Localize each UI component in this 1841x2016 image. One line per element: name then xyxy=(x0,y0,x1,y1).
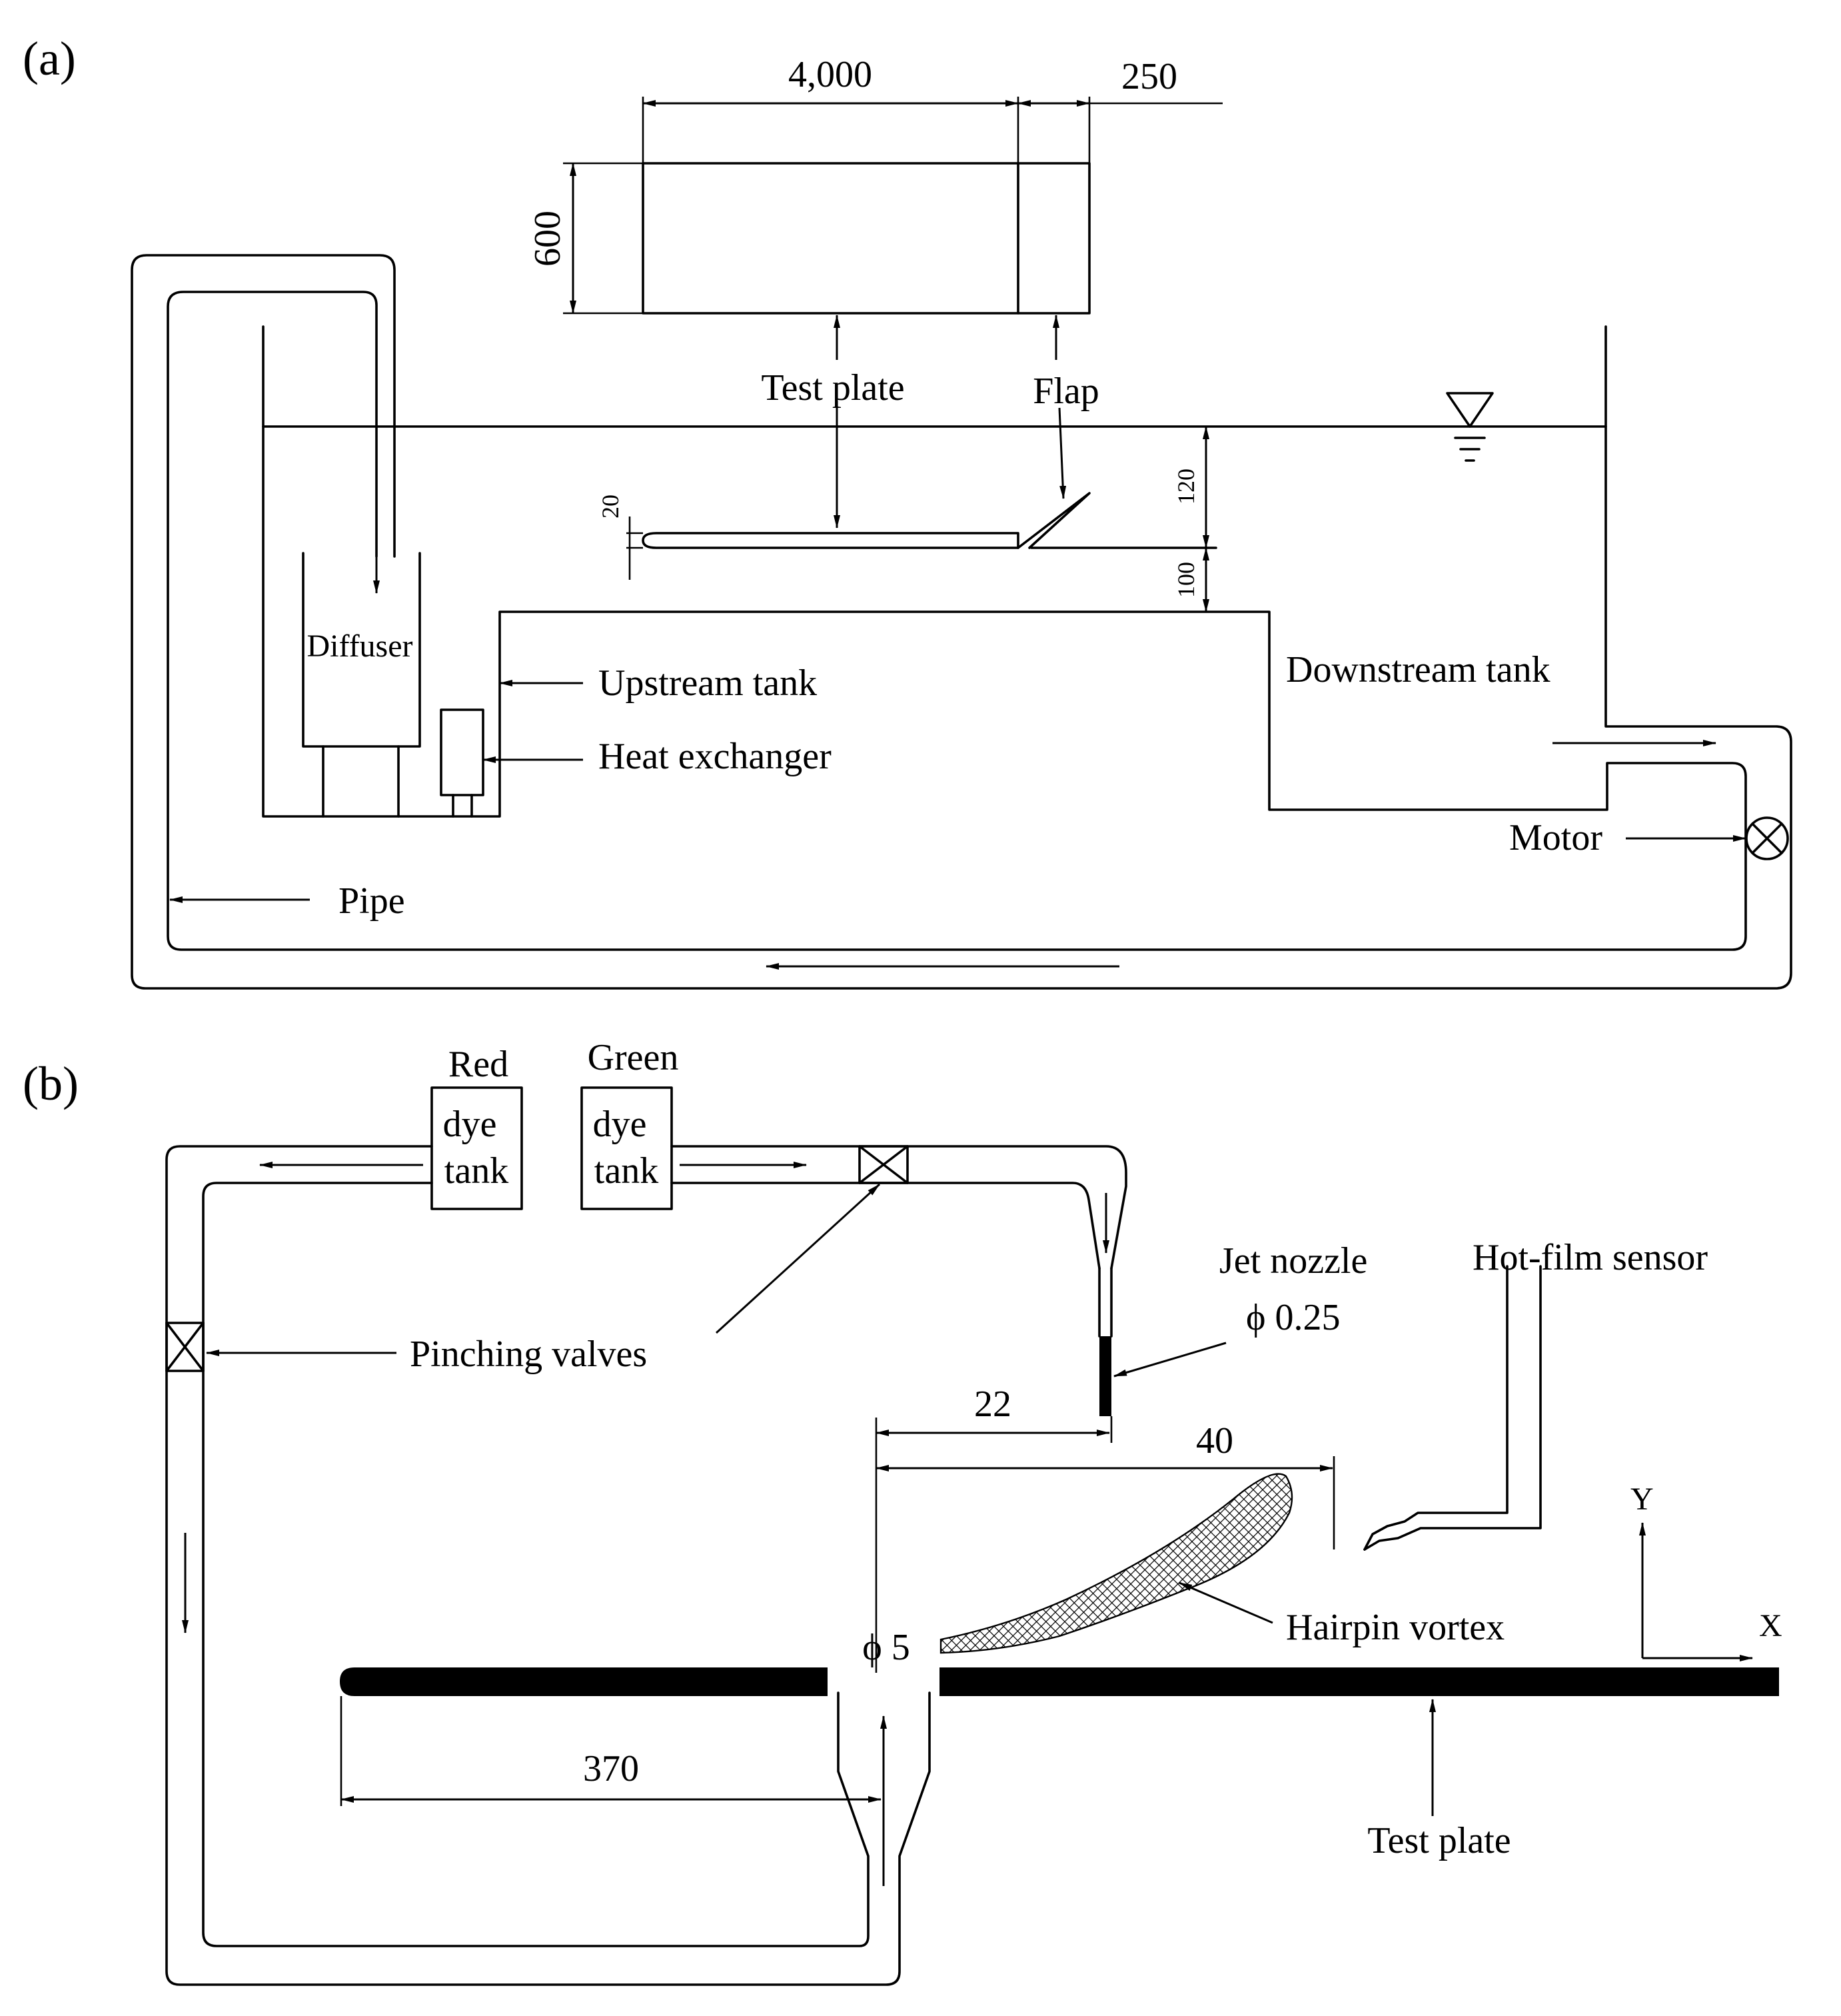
pinching-valve-left xyxy=(165,1322,205,1372)
jet-nozzle-label: Jet nozzle xyxy=(1219,1240,1367,1282)
nozzle-distance: 22 xyxy=(974,1384,1011,1425)
hairpin-vortex-shape xyxy=(939,1473,1293,1654)
sensor-distance: 40 xyxy=(1196,1420,1233,1462)
green-dye-line-inner xyxy=(670,1182,1101,1270)
thickness-dimension: 20 xyxy=(597,495,624,518)
hole-diameter: ϕ 5 xyxy=(862,1627,910,1668)
length-dimension: 4,000 xyxy=(788,54,872,95)
test-plate-left xyxy=(340,1667,828,1696)
diffuser-body xyxy=(302,552,421,748)
jet-nozzle-body xyxy=(1099,1336,1111,1416)
panel-a-label: (a) xyxy=(23,32,76,85)
depth-top-dimension: 120 xyxy=(1173,469,1199,504)
red-tank-title: Red xyxy=(448,1044,508,1085)
inner-loop-wall xyxy=(167,291,1747,951)
heat-exchanger-label: Heat exchanger xyxy=(598,736,832,777)
width-dimension: 600 xyxy=(527,211,568,267)
test-plate-label-b: Test plate xyxy=(1367,1820,1511,1861)
downstream-tank-label: Downstream tank xyxy=(1286,649,1550,690)
test-plate-right xyxy=(939,1667,1779,1696)
pinching-valves-label: Pinching valves xyxy=(410,1334,647,1375)
plate-plan-view: 4,000 250 600 Test plate Flap xyxy=(527,54,1223,528)
plate-plan-rect xyxy=(642,162,1091,315)
axis-y-label: Y xyxy=(1630,1482,1654,1517)
water-channel: Diffuser Upstream tank Heat exchanger Do… xyxy=(131,254,1792,990)
flap-leader-bottom xyxy=(1058,407,1067,499)
axis-x-label: X xyxy=(1759,1608,1782,1643)
panel-a: (a) 4,000 250 600 Test plate Flap xyxy=(23,32,1792,990)
panel-b-label: (b) xyxy=(23,1057,79,1110)
plate-side-body xyxy=(642,532,1019,549)
leading-edge-distance: 370 xyxy=(583,1748,639,1789)
outer-loop-wall xyxy=(131,254,1792,990)
hot-film-sensor-label: Hot-film sensor xyxy=(1473,1237,1708,1278)
depth-bottom-dimension: 100 xyxy=(1173,562,1199,598)
flap-length-dimension: 250 xyxy=(1121,56,1177,97)
green-tank-title: Green xyxy=(588,1037,679,1078)
green-tank-line1: dye xyxy=(593,1104,647,1145)
red-dye-tank xyxy=(430,1086,523,1210)
diffuser-label: Diffuser xyxy=(307,628,412,664)
upstream-tank-label: Upstream tank xyxy=(598,662,817,704)
panel-b: (b) Red dye tank Green dye tank Pinching… xyxy=(23,1037,1782,1986)
flap-side xyxy=(1017,492,1091,549)
water-level-symbol xyxy=(1446,392,1494,428)
flap-label: Flap xyxy=(1033,371,1099,412)
red-tank-line1: dye xyxy=(443,1104,497,1145)
jet-nozzle-diameter: ϕ 0.25 xyxy=(1246,1297,1340,1338)
motor-label: Motor xyxy=(1509,817,1602,858)
coordinate-axes: Y X xyxy=(1630,1482,1782,1661)
red-dye-line-inner xyxy=(202,1182,870,1947)
hot-film-sensor-probe xyxy=(1363,1265,1509,1551)
test-plate-label: Test plate xyxy=(761,367,904,409)
red-dye-line-outer xyxy=(165,1145,931,1986)
green-dye-line-outer xyxy=(670,1145,1127,1270)
green-tank-line2: tank xyxy=(594,1150,658,1192)
pinching-valve-top xyxy=(858,1145,909,1184)
heat-exchanger-box xyxy=(440,708,484,796)
plate-side-view: 20 120 100 xyxy=(597,426,1217,612)
green-dye-tank xyxy=(580,1086,673,1210)
red-tank-line2: tank xyxy=(444,1150,508,1192)
motor-symbol xyxy=(1745,816,1789,860)
pipe-label: Pipe xyxy=(338,880,405,922)
hairpin-vortex-label: Hairpin vortex xyxy=(1286,1607,1505,1648)
